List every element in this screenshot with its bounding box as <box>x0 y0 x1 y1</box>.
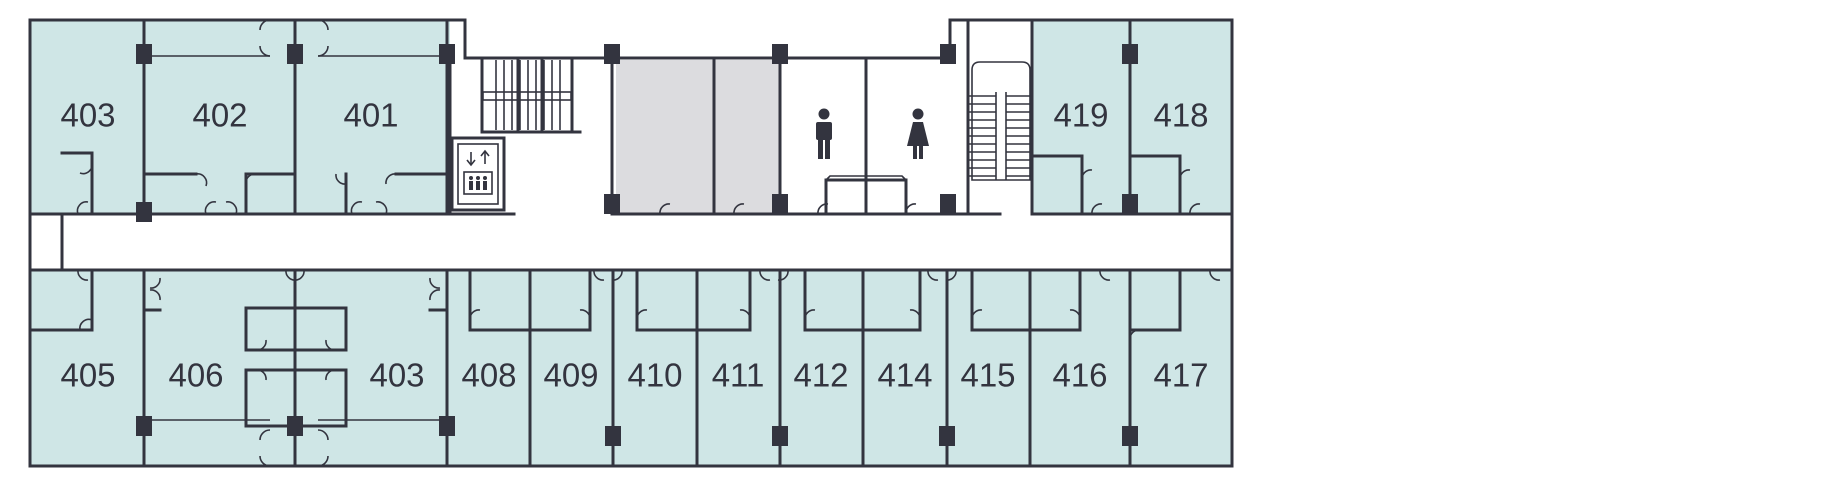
room-label: 411 <box>712 357 765 394</box>
stairs-icon <box>448 56 582 216</box>
room-labels-south: 405 406 403 408 409 410 411 412 414 415 … <box>60 357 1208 394</box>
room-label: 409 <box>543 357 598 394</box>
room-label: 418 <box>1153 97 1208 134</box>
room-label: 417 <box>1153 357 1208 394</box>
east-stairs-icon <box>966 18 1034 216</box>
columns <box>136 44 1138 446</box>
womens-restroom-icon <box>907 108 929 159</box>
room-label: 415 <box>960 357 1015 394</box>
elevator-icon <box>450 136 506 212</box>
room-fills <box>30 20 1232 466</box>
room-label: 405 <box>60 357 115 394</box>
mens-restroom-icon <box>816 108 832 159</box>
room-label: 408 <box>461 357 516 394</box>
room-label: 416 <box>1052 357 1107 394</box>
utility-room <box>616 60 780 214</box>
doors <box>76 19 1221 467</box>
room-label: 412 <box>793 357 848 394</box>
room-label: 403 <box>369 357 424 394</box>
room-label: 401 <box>343 97 398 134</box>
room-label: 410 <box>627 357 682 394</box>
corridor-walls <box>28 212 1234 272</box>
room-label: 419 <box>1053 97 1108 134</box>
room-label: 402 <box>192 97 247 134</box>
room-label: 403 <box>60 97 115 134</box>
south-walls <box>28 268 1182 468</box>
room-label: 406 <box>168 357 223 394</box>
room-labels-north: 403 402 401 419 418 <box>60 97 1208 134</box>
room-label: 414 <box>877 357 932 394</box>
core-walls <box>610 56 908 216</box>
